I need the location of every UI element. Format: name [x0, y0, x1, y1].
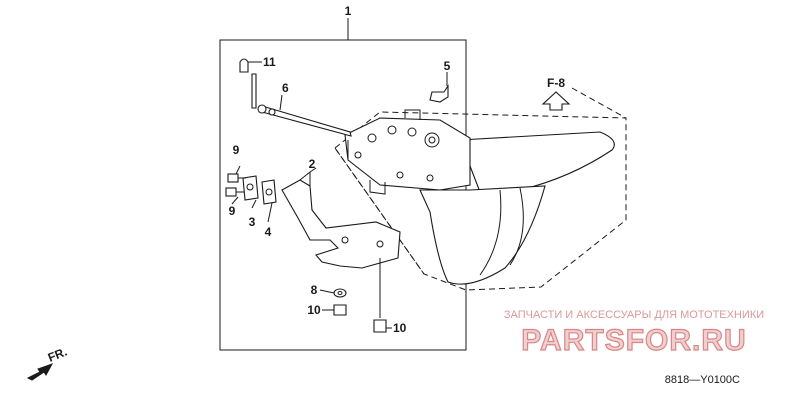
reference-label: F-8: [547, 76, 565, 90]
callout-9-upper: 9: [233, 143, 240, 157]
part-2-bracket: [281, 171, 401, 269]
part-11-pin: [239, 58, 260, 109]
part-10-bolt-right: [373, 258, 387, 333]
parts-3-4-washers: [242, 175, 277, 223]
callout-10-left: 10: [307, 303, 321, 317]
diagram-code: 8818—Y0100C: [665, 374, 740, 386]
part-8-washer: [333, 288, 347, 298]
callout-3: 3: [249, 215, 256, 229]
callout-5: 5: [444, 59, 451, 73]
lower-unit-housing: [419, 131, 615, 285]
callout-4: 4: [265, 225, 272, 239]
up-arrow-icon: [541, 91, 571, 111]
callout-6: 6: [282, 81, 289, 95]
front-arrow-icon: [26, 363, 54, 381]
reference-leader: [571, 87, 627, 119]
part-6-rod: [257, 94, 352, 137]
callout-2: 2: [309, 157, 316, 171]
part-5-bracket: [429, 72, 449, 103]
parts-9-bolts: [225, 173, 246, 197]
callout-8: 8: [311, 283, 318, 297]
housing-outline: [334, 111, 627, 291]
callout-9-lower: 9: [229, 204, 236, 218]
mounting-plate: [344, 109, 471, 195]
front-label: FR.: [46, 345, 69, 365]
part-10-bolt-left: [333, 304, 347, 316]
callout-11: 11: [263, 55, 276, 69]
callout-1: 1: [345, 4, 352, 18]
watermark-brand: PARTSFOR.RU: [521, 324, 746, 357]
assembly-frame: [219, 39, 467, 351]
watermark-tagline: ЗАПЧАСТИ И АКСЕССУАРЫ ДЛЯ МОТОТЕХНИКИ: [504, 309, 764, 321]
callout-10-right: 10: [393, 321, 407, 335]
